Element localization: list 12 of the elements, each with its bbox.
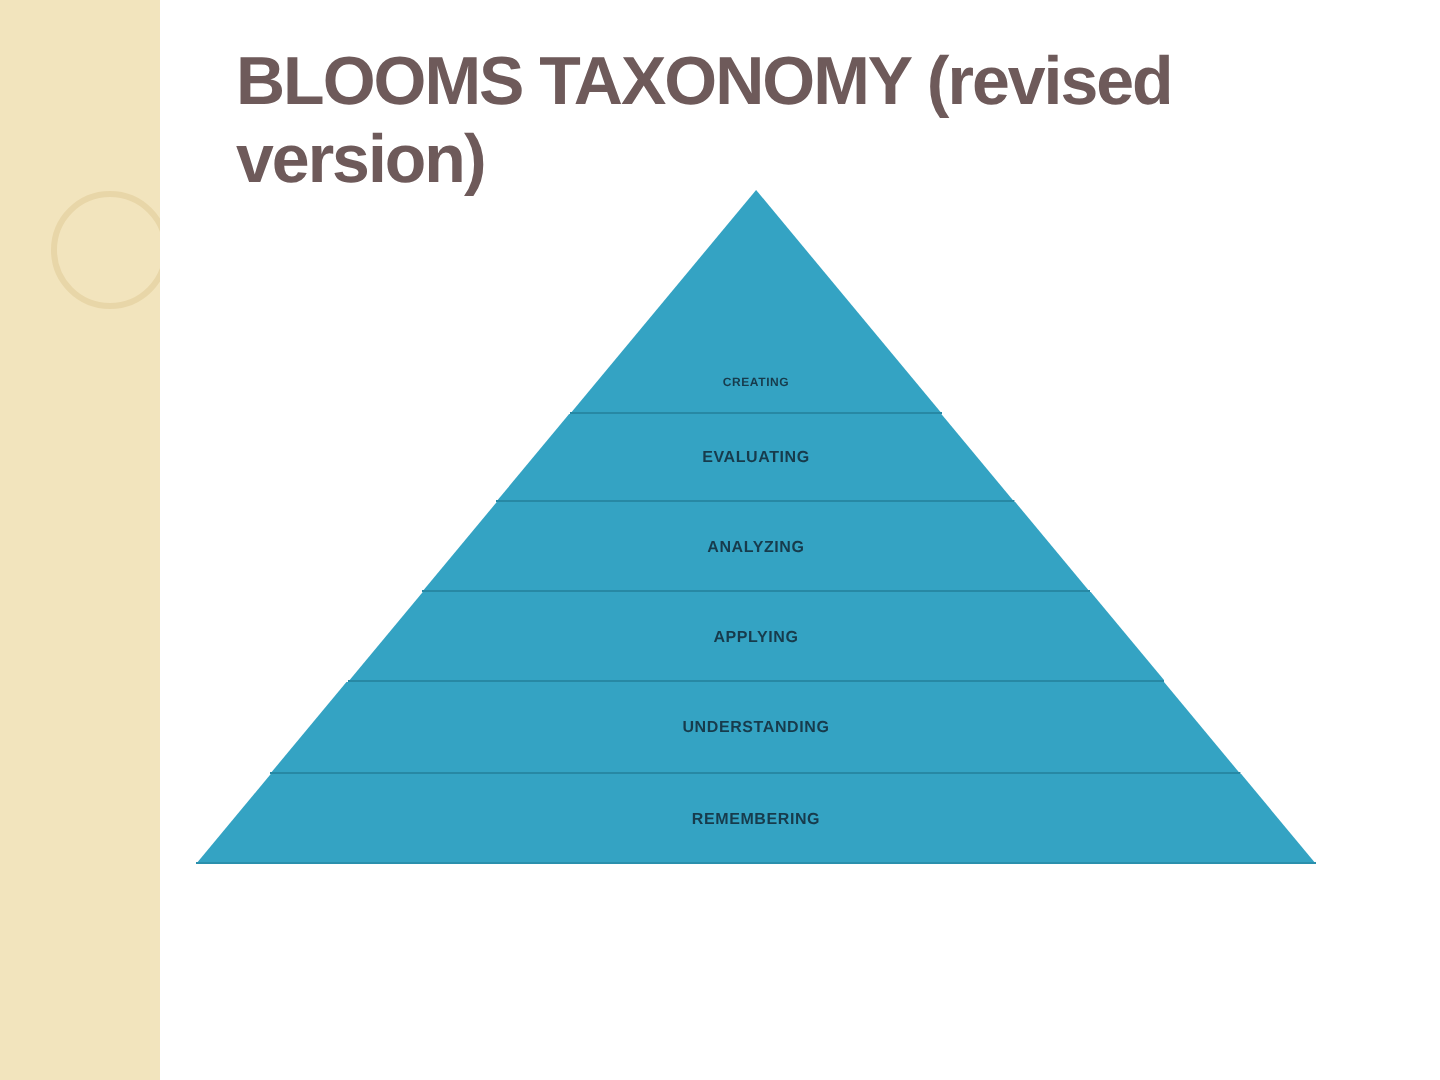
level-label: APPLYING: [711, 627, 801, 645]
level-label: EVALUATING: [700, 448, 812, 466]
pyramid-band: [421, 502, 1090, 592]
level-label: UNDERSTANDING: [680, 718, 832, 736]
pyramid-band: [347, 592, 1165, 682]
pyramid-band: [496, 414, 1016, 502]
pyramid-band: [270, 682, 1242, 774]
level-label: ANALYZING: [705, 537, 807, 555]
title: BLOOMS TAXONOMY (revised version): [236, 44, 1174, 201]
pyramid-apex: [569, 190, 943, 414]
pyramid-band: [196, 774, 1316, 864]
level-label: REMEMBERING: [689, 809, 823, 827]
